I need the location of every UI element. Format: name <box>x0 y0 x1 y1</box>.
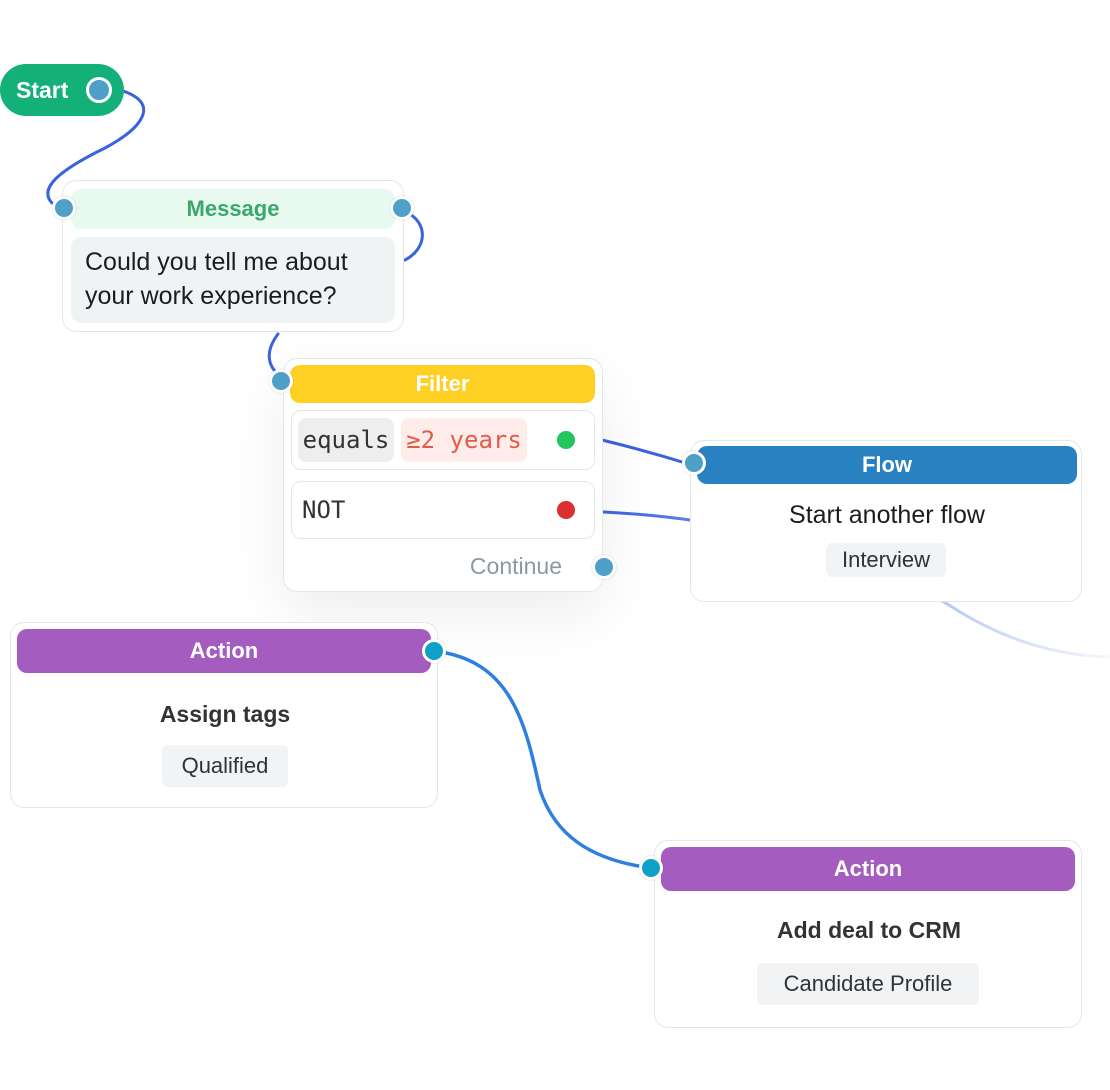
action-title: Add deal to CRM <box>777 917 961 943</box>
action-node-header: Action <box>661 847 1075 891</box>
action-tag[interactable]: Candidate Profile <box>757 963 979 1005</box>
start-label: Start <box>16 77 69 103</box>
message-text: Could you tell me about your work experi… <box>71 237 395 323</box>
action-input-handle[interactable] <box>639 856 663 880</box>
action-tag[interactable]: Qualified <box>162 745 288 787</box>
condition-match-handle[interactable] <box>554 428 578 452</box>
action-output-handle[interactable] <box>422 639 446 663</box>
filter-condition-row[interactable]: NOT <box>291 481 595 539</box>
edge-message-loop[interactable] <box>403 210 424 262</box>
condition-value-chip[interactable]: ≥2 years <box>401 418 527 462</box>
continue-label: Continue <box>469 553 562 579</box>
filter-continue-handle[interactable] <box>592 555 616 579</box>
flow-node-header: Flow <box>697 446 1077 484</box>
condition-nomatch-handle[interactable] <box>554 498 578 522</box>
flow-title: Start another flow <box>789 501 985 529</box>
message-input-handle[interactable] <box>52 196 76 220</box>
flow-input-handle[interactable] <box>682 451 706 475</box>
filter-condition-row[interactable]: equals ≥2 years <box>291 410 595 470</box>
filter-input-handle[interactable] <box>269 369 293 393</box>
action-node-assign-tags[interactable]: Action Assign tags Qualified <box>10 622 438 808</box>
edge-filter-match-to-flow[interactable] <box>600 438 694 467</box>
filter-node-header: Filter <box>290 365 595 403</box>
flow-tag[interactable]: Interview <box>826 543 946 577</box>
filter-node[interactable]: Filter equals ≥2 years NOT Continue <box>283 358 603 592</box>
action-node-add-deal[interactable]: Action Add deal to CRM Candidate Profile <box>654 840 1082 1028</box>
start-output-handle[interactable] <box>86 77 112 103</box>
action-node-header: Action <box>17 629 431 673</box>
flow-node[interactable]: Flow Start another flow Interview <box>690 440 1082 602</box>
action-title: Assign tags <box>159 701 291 727</box>
message-node[interactable]: Message Could you tell me about your wor… <box>62 180 404 332</box>
start-node[interactable]: Start <box>0 64 124 116</box>
message-output-handle[interactable] <box>390 196 414 220</box>
edge-action1-to-action2[interactable] <box>432 649 653 870</box>
condition-operator-chip[interactable]: equals <box>298 418 394 462</box>
message-node-header: Message <box>71 189 395 229</box>
condition-not-label: NOT <box>302 496 346 524</box>
